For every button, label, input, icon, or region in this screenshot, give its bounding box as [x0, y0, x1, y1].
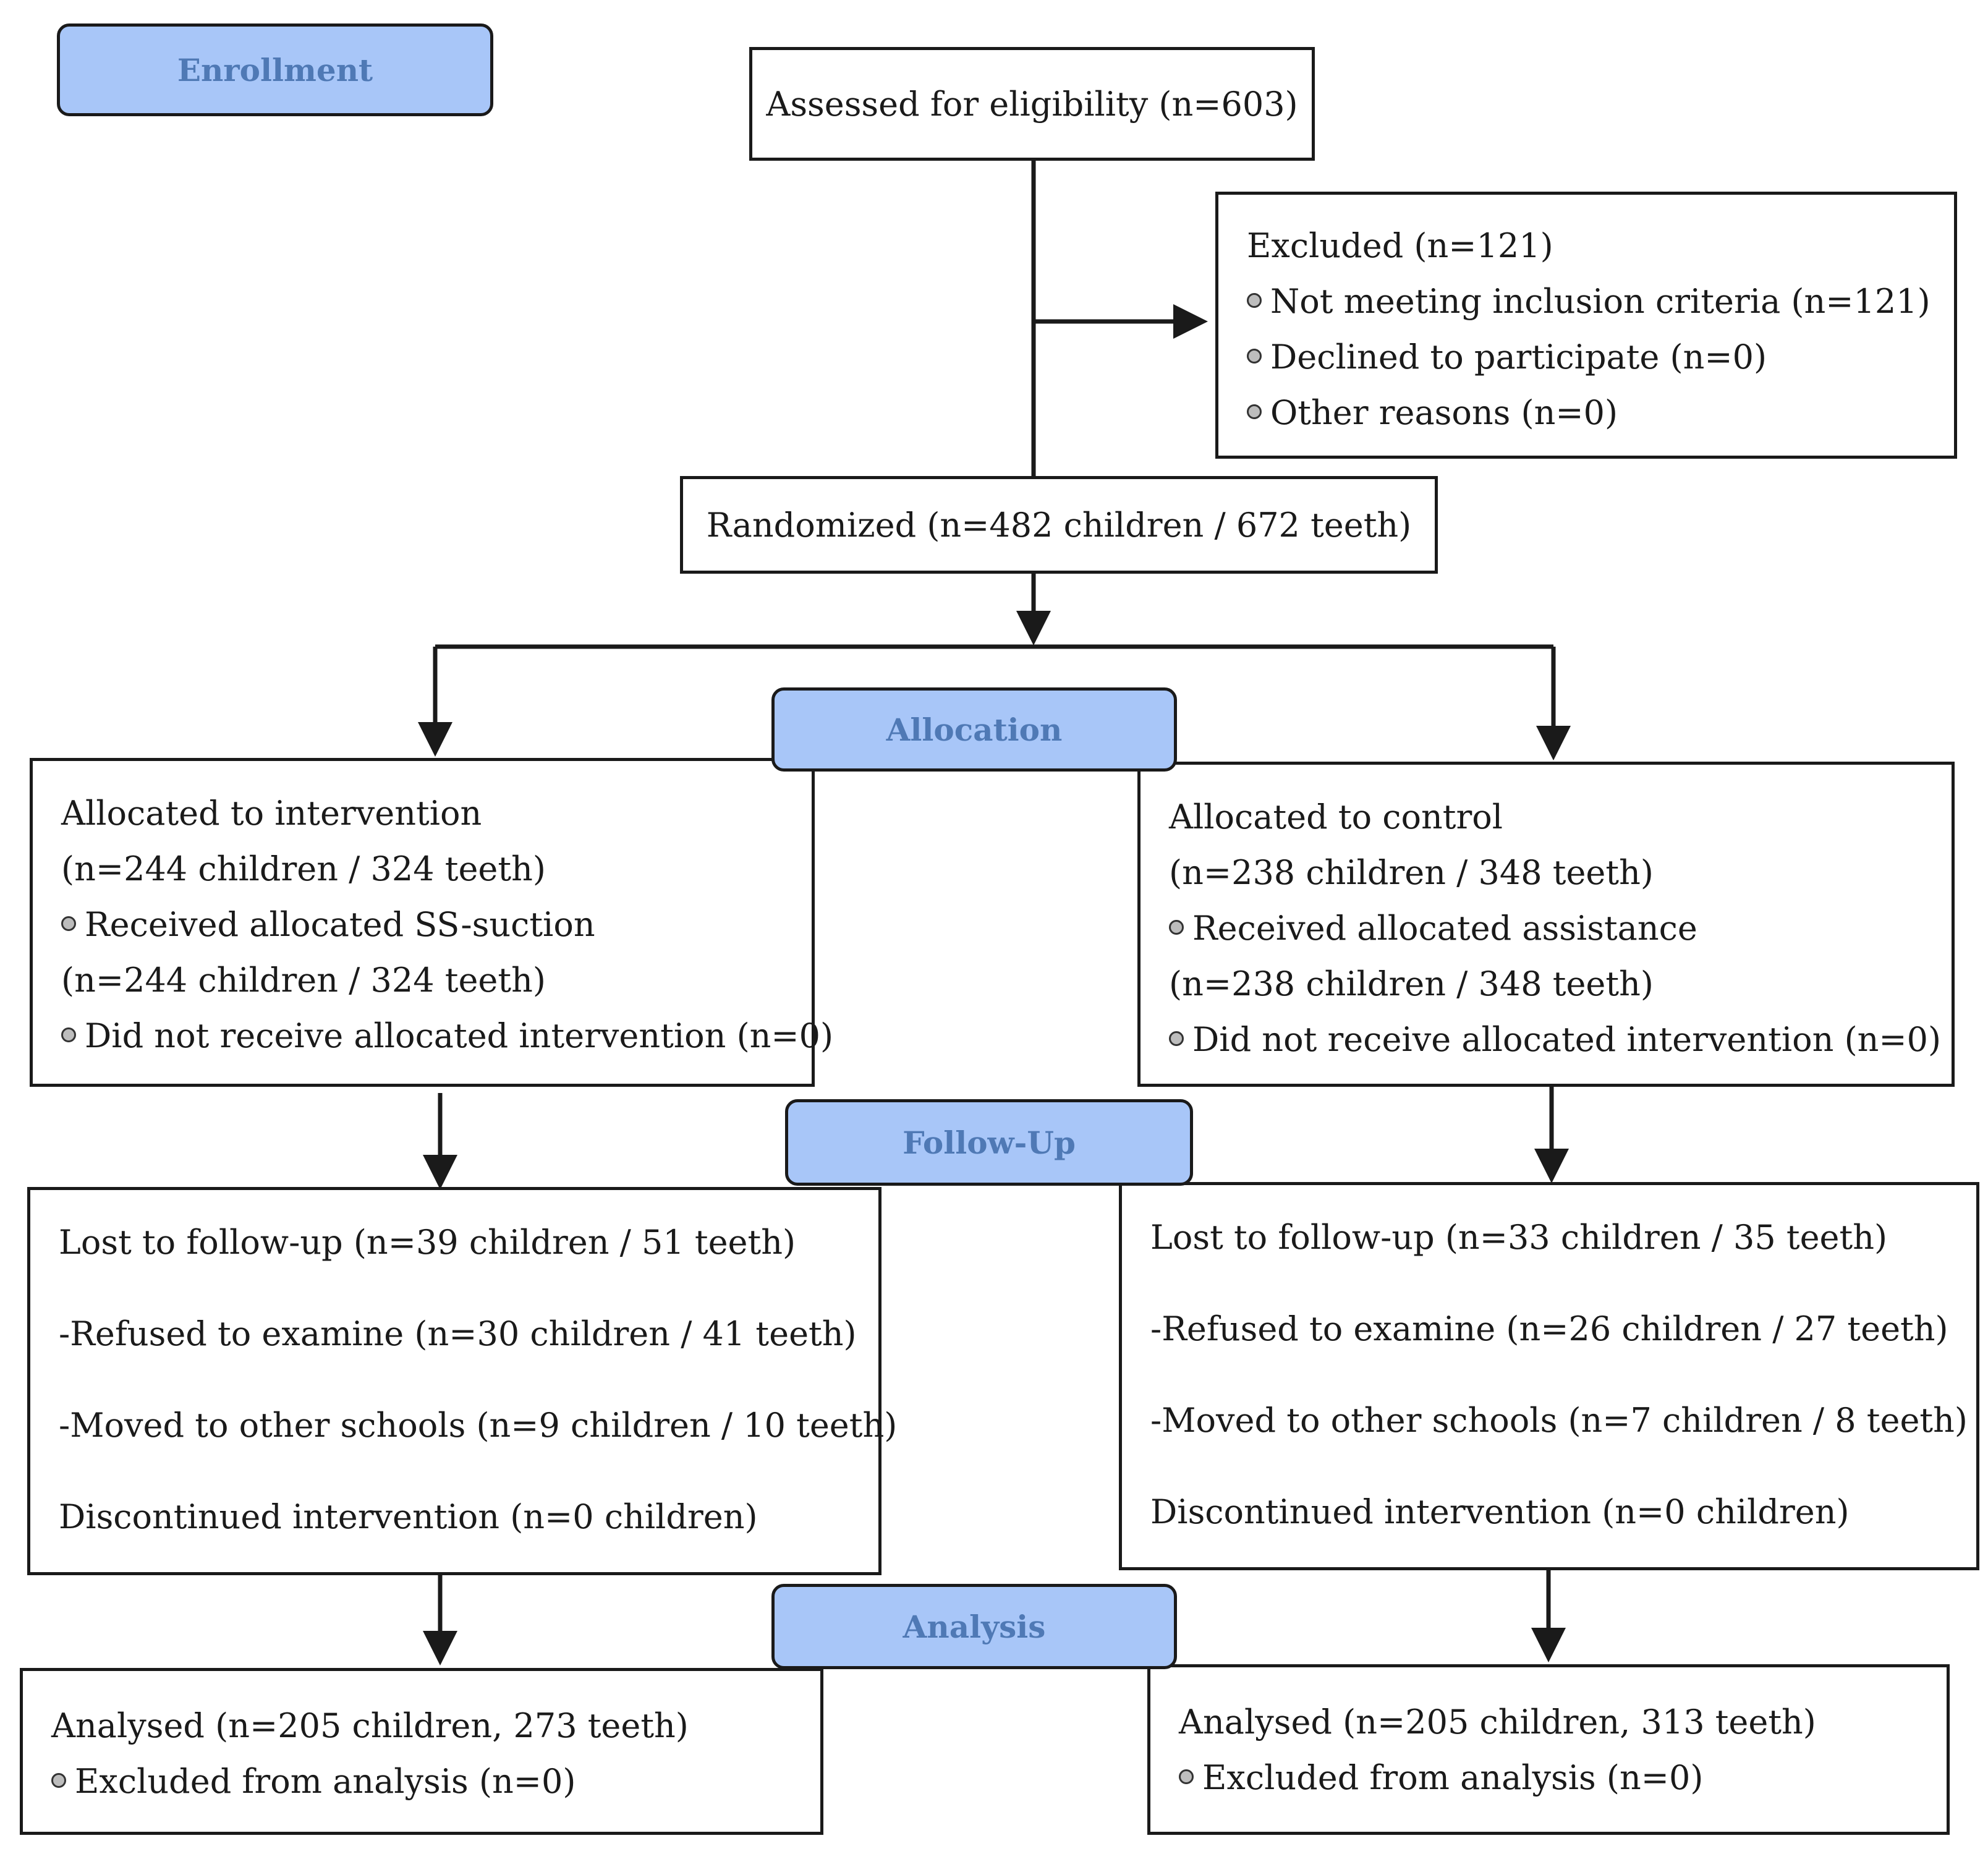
stage-allocation-label: Allocation — [886, 711, 1063, 748]
followup-intervention-box: Lost to follow-up (n=39 children / 51 te… — [27, 1187, 897, 1575]
assessed-text: Assessed for eligibility (n=603) — [766, 84, 1298, 124]
stage-analysis: Analysis — [771, 1584, 1177, 1669]
alloc-intervention-line: Did not receive allocated intervention (… — [61, 1019, 833, 1053]
alloc-intervention-line: (n=244 children / 324 teeth) — [61, 849, 546, 888]
alloc-control-line: (n=238 children / 348 teeth) — [1169, 853, 1654, 892]
bullet-icon — [1247, 349, 1262, 364]
bullet-icon — [1179, 1769, 1194, 1784]
bullet-icon — [1247, 404, 1262, 419]
followup-intervention-line: -Refused to examine (n=30 children / 41 … — [59, 1314, 857, 1353]
stage-follow-up: Follow-Up — [785, 1099, 1193, 1186]
alloc-control-line: Did not receive allocated intervention (… — [1169, 1023, 1941, 1057]
followup-control-box: Lost to follow-up (n=33 children / 35 te… — [1119, 1182, 1979, 1570]
alloc-intervention-line: Received allocated SS-suction — [61, 908, 595, 942]
alloc-control-line: Received allocated assistance — [1169, 912, 1697, 945]
excluded-box: Excluded (n=121) Not meeting inclusion c… — [1215, 192, 1957, 459]
analysis-intervention-line: Analysed (n=205 children, 273 teeth) — [51, 1706, 689, 1745]
followup-control-line: -Refused to examine (n=26 children / 27 … — [1150, 1309, 1948, 1348]
bullet-icon — [61, 916, 76, 931]
bullet-icon — [61, 1027, 76, 1042]
allocation-intervention-box: Allocated to intervention (n=244 childre… — [30, 758, 833, 1087]
stage-follow-up-label: Follow-Up — [903, 1124, 1076, 1161]
followup-control-line: Lost to follow-up (n=33 children / 35 te… — [1150, 1218, 1888, 1257]
followup-intervention-line: -Moved to other schools (n=9 children / … — [59, 1406, 898, 1445]
analysis-control-line: Excluded from analysis (n=0) — [1179, 1761, 1703, 1795]
alloc-intervention-line: Allocated to intervention — [61, 794, 482, 833]
analysis-intervention-line: Excluded from analysis (n=0) — [51, 1765, 576, 1798]
allocation-control-box: Allocated to control (n=238 children / 3… — [1137, 762, 1955, 1087]
followup-intervention-line: Lost to follow-up (n=39 children / 51 te… — [59, 1223, 796, 1262]
assessed-box: Assessed for eligibility (n=603) — [749, 47, 1315, 161]
bullet-icon — [1169, 920, 1184, 935]
analysis-control-box: Analysed (n=205 children, 313 teeth) Exc… — [1147, 1664, 1950, 1835]
excluded-title: Excluded (n=121) — [1247, 226, 1553, 265]
randomized-text: Randomized (n=482 children / 672 teeth) — [706, 505, 1412, 545]
alloc-control-line: (n=238 children / 348 teeth) — [1169, 964, 1654, 1003]
excluded-item: Other reasons (n=0) — [1247, 396, 1618, 430]
followup-control-line: Discontinued intervention (n=0 children) — [1150, 1492, 1850, 1531]
excluded-item: Not meeting inclusion criteria (n=121) — [1247, 285, 1931, 318]
excluded-item: Declined to participate (n=0) — [1247, 341, 1767, 374]
stage-analysis-label: Analysis — [903, 1608, 1046, 1645]
followup-intervention-line: Discontinued intervention (n=0 children) — [59, 1497, 758, 1536]
analysis-control-line: Analysed (n=205 children, 313 teeth) — [1179, 1703, 1816, 1742]
bullet-icon — [1247, 293, 1262, 308]
followup-control-line: -Moved to other schools (n=7 children / … — [1150, 1401, 1968, 1440]
stage-enrollment-label: Enrollment — [177, 51, 373, 88]
analysis-intervention-box: Analysed (n=205 children, 273 teeth) Exc… — [20, 1668, 823, 1835]
stage-enrollment: Enrollment — [57, 23, 493, 116]
bullet-icon — [51, 1773, 66, 1788]
stage-allocation: Allocation — [771, 687, 1177, 772]
alloc-intervention-line: (n=244 children / 324 teeth) — [61, 961, 546, 1000]
randomized-box: Randomized (n=482 children / 672 teeth) — [680, 476, 1438, 574]
alloc-control-line: Allocated to control — [1169, 797, 1503, 836]
bullet-icon — [1169, 1031, 1184, 1046]
